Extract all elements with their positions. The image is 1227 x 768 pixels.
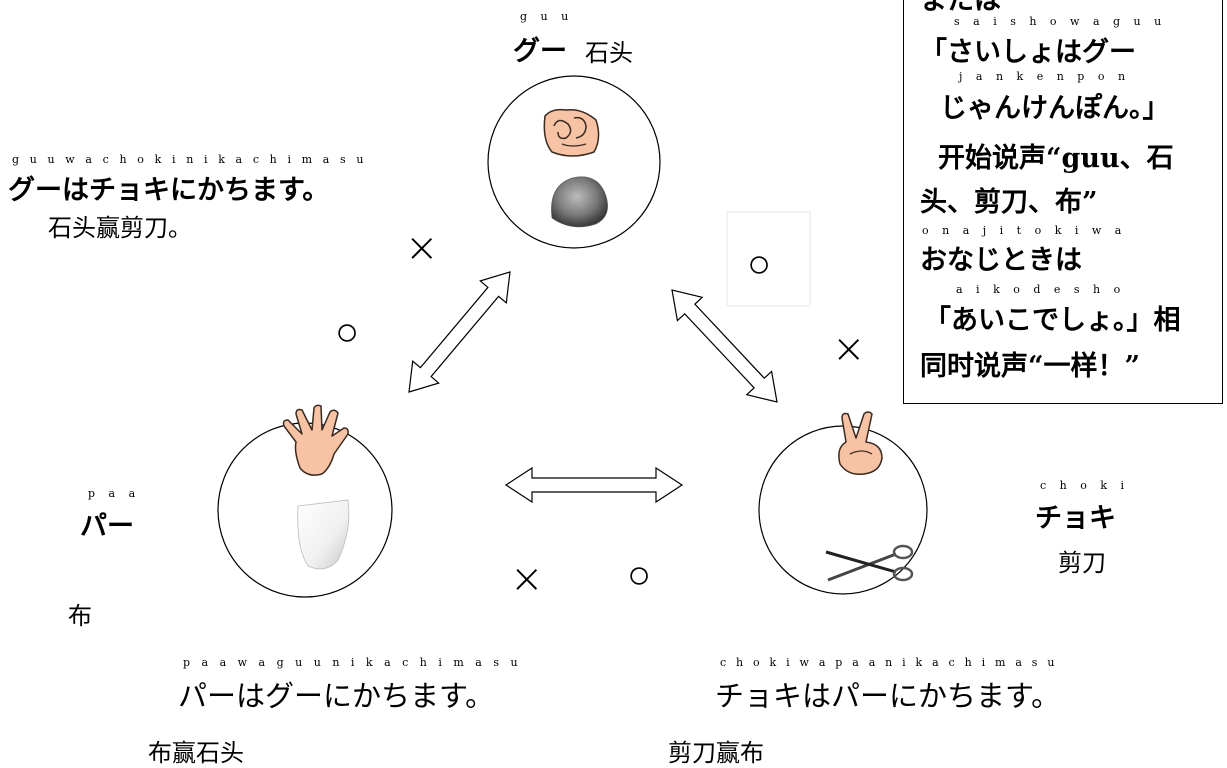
rock-kana: グー: [513, 36, 567, 67]
lose-mark-scissors-rock: ×: [832, 326, 866, 372]
win-mark-rock-scissors: ○: [747, 241, 772, 287]
open-hand-icon: [282, 404, 349, 476]
box-line-7: 同时说声“一样！”: [920, 351, 1141, 382]
scissors-ruby: c h o k i: [1040, 479, 1130, 492]
win-mark-paper-rock: ○: [335, 309, 360, 355]
lose-mark-rock-paper: ×: [405, 225, 439, 271]
rock-beats-chinese: 石头赢剪刀。: [48, 214, 192, 242]
rock-circle: [487, 75, 661, 249]
win-mark-scissors-paper: ○: [627, 552, 652, 598]
scissors-beats-chinese: 剪刀赢布: [668, 739, 764, 767]
box-line-5: おなじときは: [920, 245, 1082, 276]
paper-chinese: 布: [68, 602, 92, 630]
rock-chinese: 石头: [585, 39, 633, 67]
stone-image: [551, 176, 608, 228]
scissors-chinese: 剪刀: [1058, 549, 1106, 577]
scissors-beats-text: チョキはパーにかちます。: [715, 679, 1061, 713]
rock-beats-text: グーはチョキにかちます。: [8, 175, 330, 206]
fist-icon: [543, 108, 600, 157]
rock-ruby: g u u: [520, 10, 574, 23]
box-line-4: 头、剪刀、布”: [920, 187, 1098, 218]
paper-beats-chinese: 布赢石头: [148, 739, 244, 767]
paper-beats-text: パーはグーにかちます。: [178, 679, 495, 713]
lose-mark-paper-scissors: ×: [510, 556, 544, 602]
scissors-kana: チョキ: [1035, 503, 1116, 534]
box-line-6: 「あいこでしょ。」相: [924, 305, 1181, 336]
arrow-rock-paper: [408, 271, 511, 393]
box-line-3: 开始说声“guu、石: [938, 143, 1174, 174]
mark-frame: [726, 211, 811, 307]
arrow-rock-scissors: [671, 289, 778, 403]
box-line-2: じゃんけんぽん。」: [940, 93, 1170, 124]
box-ruby-1: s a i s h o w a g u u: [954, 15, 1167, 28]
cloth-image: [297, 499, 350, 570]
box-line-1: 「さいしょはグー: [920, 37, 1136, 68]
paper-kana: パー: [80, 511, 134, 542]
box-line-0: または: [920, 0, 1001, 16]
box-ruby-6: a i k o d e s h o: [956, 283, 1126, 296]
rock-beats-ruby: g u u w a c h o k i n i k a c h i m a s …: [12, 153, 368, 166]
scissors-beats-ruby: c h o k i w a p a a n i k a c h i m a s …: [720, 656, 1058, 669]
box-ruby-5: o n a j i t o k i w a: [922, 224, 1127, 237]
scissors-image: [825, 544, 914, 582]
instruction-box: または s a i s h o w a g u u 「さいしょはグー j a n…: [903, 0, 1223, 404]
paper-beats-ruby: p a a w a g u u n i k a c h i m a s u: [183, 656, 522, 669]
paper-ruby: p a a: [88, 487, 141, 500]
peace-hand-icon: [838, 411, 883, 476]
box-ruby-2: j a n k e n p o n: [959, 70, 1131, 83]
arrow-paper-scissors: [504, 466, 684, 504]
